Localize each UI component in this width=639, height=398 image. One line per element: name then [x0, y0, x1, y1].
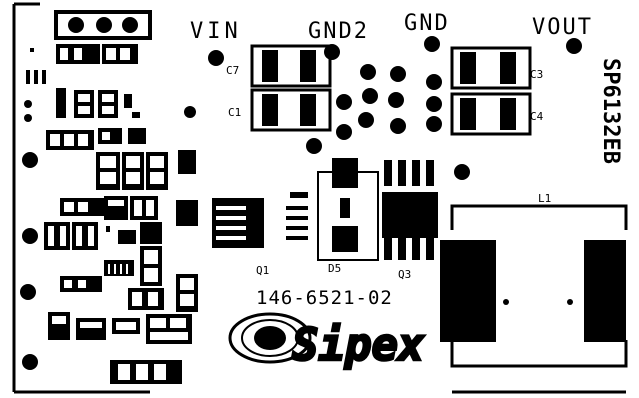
part-number: SP6132EB [598, 58, 623, 164]
net-label-gnd: GND [404, 11, 450, 36]
board-outline [12, 2, 626, 394]
net-label-vin: VIN [190, 19, 242, 44]
diode-d5 [317, 158, 379, 261]
terminal-holes [208, 36, 582, 66]
refdes-d5: D5 [328, 262, 341, 275]
refdes-q3: Q3 [398, 268, 411, 281]
ic-q3 [382, 160, 438, 260]
refdes-c3: C3 [530, 68, 543, 81]
board-code: 146-6521-02 [256, 287, 393, 309]
capacitor-c1 [250, 88, 332, 132]
smd-cluster-left [24, 44, 198, 384]
vias-center [306, 64, 470, 180]
header-connector [54, 10, 152, 40]
net-label-gnd2: GND2 [308, 19, 369, 44]
transistor-q1 [212, 192, 308, 248]
refdes-c1: C1 [228, 106, 241, 119]
refdes-c4: C4 [530, 110, 544, 123]
capacitor-c4 [450, 92, 532, 136]
inductor-l1 [440, 204, 628, 368]
logo-text: Sipex [292, 320, 425, 371]
net-label-vout: VOUT [532, 15, 593, 40]
sipex-logo [228, 312, 312, 364]
capacitor-c3 [450, 46, 532, 90]
refdes-q1: Q1 [256, 264, 269, 277]
refdes-l1: L1 [538, 192, 551, 205]
refdes-c7: C7 [226, 64, 239, 77]
vias-left [20, 106, 196, 370]
capacitor-c7 [250, 44, 332, 88]
